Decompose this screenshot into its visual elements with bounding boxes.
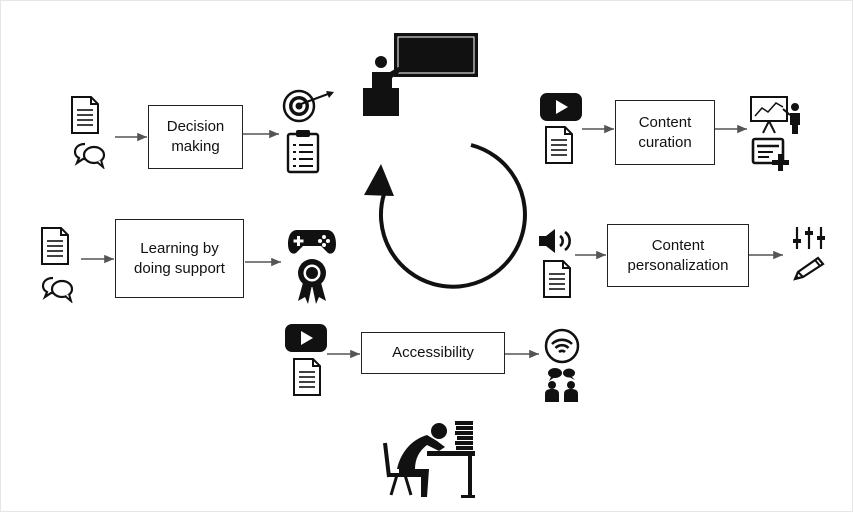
video-play-icon — [540, 93, 582, 121]
clipboard-checklist-icon — [286, 130, 320, 174]
document-icon — [41, 227, 69, 265]
wifi-icon — [544, 328, 580, 364]
target-icon — [282, 89, 334, 123]
chat-bubbles-icon — [73, 142, 106, 169]
content-curation-box: Content curation — [615, 100, 715, 165]
speaker-icon — [539, 229, 571, 253]
award-ribbon-icon — [298, 259, 326, 304]
stressed-student-icon — [383, 421, 475, 498]
decision-making-box: Decision making — [148, 105, 243, 169]
gamepad-icon — [288, 230, 336, 254]
document-icon — [543, 260, 571, 298]
people-talking-icon — [545, 368, 578, 402]
presentation-board-icon — [750, 96, 800, 134]
learning-support-box: Learning by doing support — [115, 219, 244, 298]
sliders-icon — [793, 227, 825, 249]
pencil-icon — [793, 256, 825, 281]
document-icon — [545, 126, 573, 164]
chat-bubbles-icon — [41, 276, 74, 303]
document-icon — [71, 96, 99, 134]
video-play-icon — [285, 324, 327, 352]
content-personalization-box: Content personalization — [607, 224, 749, 287]
document-icon — [293, 358, 321, 396]
accessibility-box: Accessibility — [361, 332, 505, 374]
circular-arrow-icon — [364, 143, 527, 289]
add-document-icon — [751, 137, 789, 171]
teacher-at-blackboard-icon — [363, 33, 478, 116]
